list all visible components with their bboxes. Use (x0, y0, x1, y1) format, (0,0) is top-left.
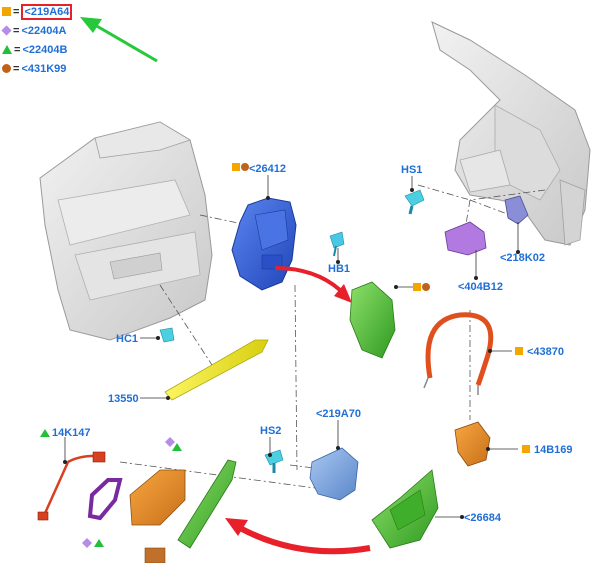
callout-26684: <26684 (464, 512, 502, 524)
purple-diamond-icon (165, 437, 175, 447)
callout-219a70: <219A70 (316, 408, 361, 420)
callout-218k02: <218K02 (500, 252, 545, 264)
bracket-green-middle (349, 281, 396, 359)
harness-14k147 (37, 451, 106, 521)
legend-row-green-triangle: =<22404B (2, 44, 67, 56)
brown-circle-icon (241, 163, 249, 171)
frame-purple (87, 478, 123, 521)
fastener-hs1 (404, 189, 425, 215)
green-triangle-icon (172, 443, 182, 451)
rear-body-structure (431, 21, 591, 246)
bracket-404b12 (444, 221, 487, 256)
legend-row-orange-square: =<219A64 (2, 4, 73, 20)
callout-26412: <26412 (249, 163, 287, 175)
callout-hb1: HB1 (328, 263, 351, 275)
callout-13550: 13550 (108, 393, 139, 405)
orange-square-icon (515, 347, 523, 355)
orange-square-icon (232, 163, 240, 171)
legend-code: <219A64 (21, 4, 73, 20)
bracket-218k02 (504, 195, 529, 225)
actuator-14b169 (454, 421, 491, 467)
callout-hs1: HS1 (401, 164, 423, 176)
orange-square-icon (522, 445, 530, 453)
fastener-hc1 (159, 327, 175, 343)
pointer-arrow (80, 17, 158, 63)
legend-code: <431K99 (21, 63, 67, 75)
green-triangle-icon (40, 429, 50, 437)
callout-404b12: <404B12 (458, 281, 503, 293)
brown-circle-icon (422, 283, 430, 291)
legend-code: <22404B (22, 44, 68, 56)
switch-housing-orange (129, 469, 186, 563)
legend-row-brown-circle: =<431K99 (2, 63, 66, 75)
part-symbols (40, 163, 530, 548)
green-triangle-icon (2, 45, 12, 54)
latch-assembly (231, 197, 297, 291)
trim-strip-green (177, 459, 237, 549)
purple-diamond-icon (82, 538, 92, 548)
leader-dots (63, 188, 520, 519)
green-triangle-icon (94, 539, 104, 547)
trim-panel-26684 (371, 469, 439, 549)
legend-code: <22404A (21, 25, 67, 37)
callout-43870: <43870 (527, 346, 565, 358)
fastener-hb1 (329, 231, 345, 257)
purple-diamond-icon (1, 25, 12, 36)
orange-square-icon (2, 7, 11, 16)
flow-arrow-upper (274, 266, 352, 303)
cable-43870 (423, 312, 494, 395)
bracket-219a70 (309, 447, 359, 501)
fastener-hs2 (264, 449, 284, 473)
flow-arrow-lower (225, 518, 371, 555)
tailgate-panel (39, 121, 213, 341)
orange-square-icon (413, 283, 421, 291)
callout-14k147: 14K147 (52, 427, 91, 439)
callout-14b169: 14B169 (534, 444, 573, 456)
callout-hs2: HS2 (260, 425, 282, 437)
callout-hc1: HC1 (116, 333, 139, 345)
handle-13550 (164, 339, 269, 401)
legend-row-purple-diamond: =<22404A (1, 25, 67, 37)
brown-circle-icon (2, 64, 11, 73)
callout-leaders (64, 175, 519, 518)
